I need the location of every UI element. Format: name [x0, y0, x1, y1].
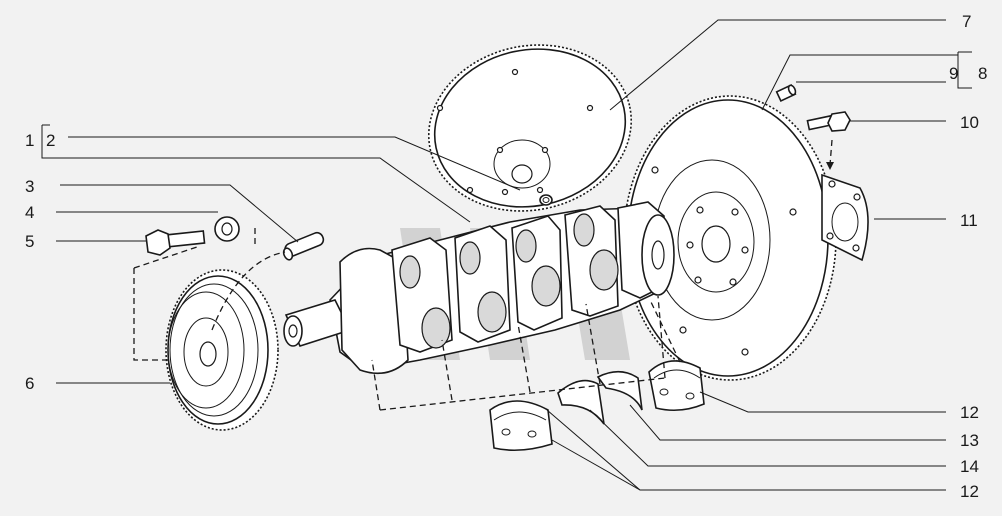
pulley-bolt: [145, 229, 206, 256]
callout-7: 7: [962, 12, 971, 31]
callout-3: 3: [25, 177, 34, 196]
crankshaft: [283, 201, 675, 375]
assembly-guides: [133, 228, 681, 411]
callout-12-lower: 12: [960, 482, 979, 501]
leader-lines: [41, 19, 972, 491]
washer: [214, 216, 240, 242]
retaining-plate: [821, 173, 869, 262]
flywheel-bolt: [806, 111, 851, 170]
callout-6: 6: [25, 374, 34, 393]
crankshaft-pulley: [165, 269, 279, 431]
grub-screw: [775, 84, 797, 102]
callout-13: 13: [960, 431, 979, 450]
callout-2: 2: [46, 131, 55, 150]
callout-labels: 1 2 3 4 5 6 7 8 9 10 11 12 13 14 12: [25, 12, 987, 501]
bearing-half-top: [648, 360, 705, 412]
dowel-pin: [539, 194, 553, 206]
thrust-washer-13: [596, 370, 643, 411]
callout-14: 14: [960, 457, 979, 476]
bearing-half-bottom: [489, 400, 553, 452]
callout-10: 10: [960, 113, 979, 132]
flywheel-rear: [427, 44, 633, 212]
callout-9: 9: [949, 64, 958, 83]
callout-8: 8: [978, 64, 987, 83]
callout-1: 1: [25, 131, 34, 150]
woodruff-key: [282, 231, 325, 261]
callout-12-upper: 12: [960, 403, 979, 422]
callout-11: 11: [960, 211, 978, 230]
callout-4: 4: [25, 203, 34, 222]
callout-5: 5: [25, 232, 34, 251]
